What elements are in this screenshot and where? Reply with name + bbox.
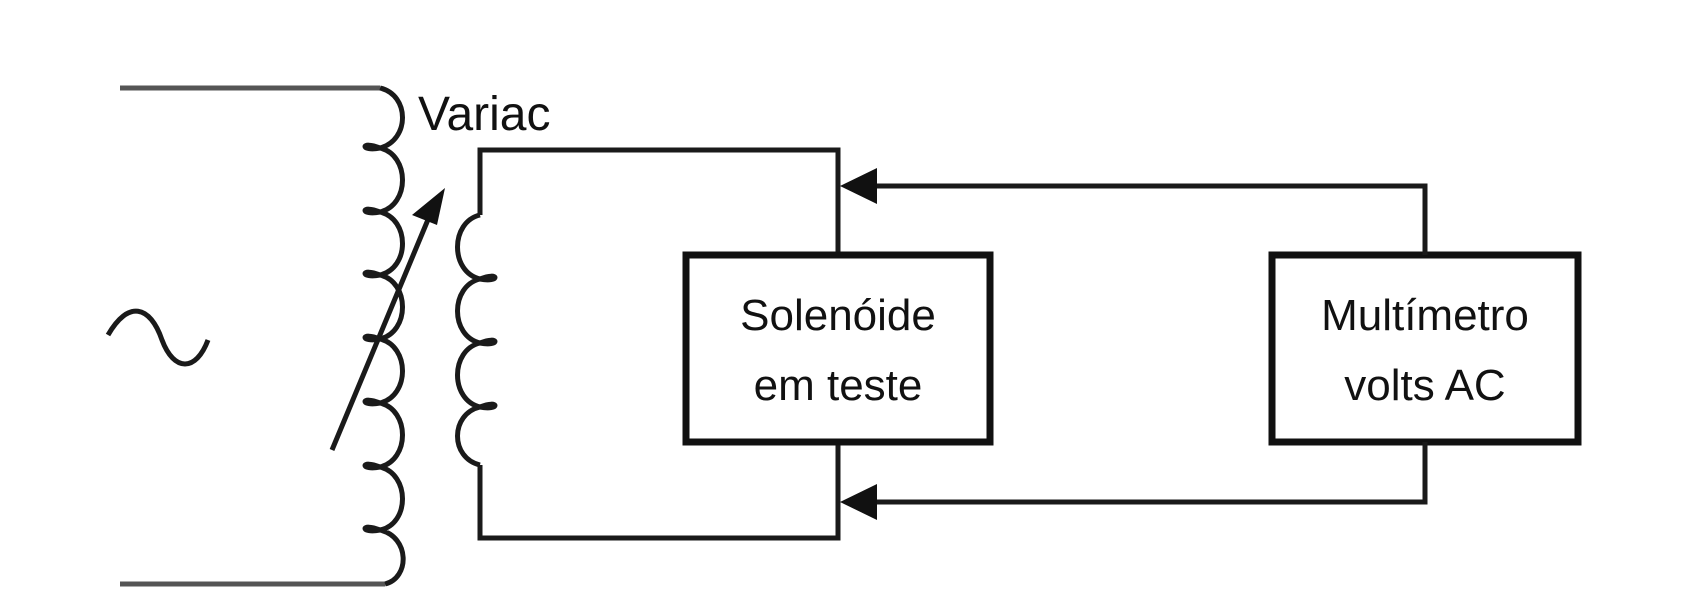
- meter-lead-top-arrowhead: [840, 168, 877, 204]
- solenoid-label-line2: em teste: [754, 361, 923, 410]
- meter-lead-bottom-arrowhead: [840, 484, 877, 520]
- meter-lead-top: [870, 183, 1428, 255]
- multimeter-label-line2: volts AC: [1344, 361, 1505, 410]
- ac-sine-icon: [105, 308, 211, 367]
- meter-lead-bottom: [870, 442, 1428, 505]
- variac-secondary-coil: [455, 212, 498, 468]
- variac-adjust-arrowhead: [412, 188, 445, 225]
- solenoid-label-line1: Solenóide: [740, 291, 936, 340]
- variac-label: Variac: [418, 88, 551, 141]
- variac-primary-coil: [362, 85, 406, 587]
- variac-adjust-arrow-shaft: [329, 209, 435, 451]
- multimeter-box: [1268, 251, 1582, 446]
- multimeter-label-line1: Multímetro: [1321, 291, 1529, 340]
- secondary-wire-bottom: [477, 442, 841, 541]
- solenoid-box: [682, 251, 994, 446]
- secondary-wire-top: [477, 147, 841, 255]
